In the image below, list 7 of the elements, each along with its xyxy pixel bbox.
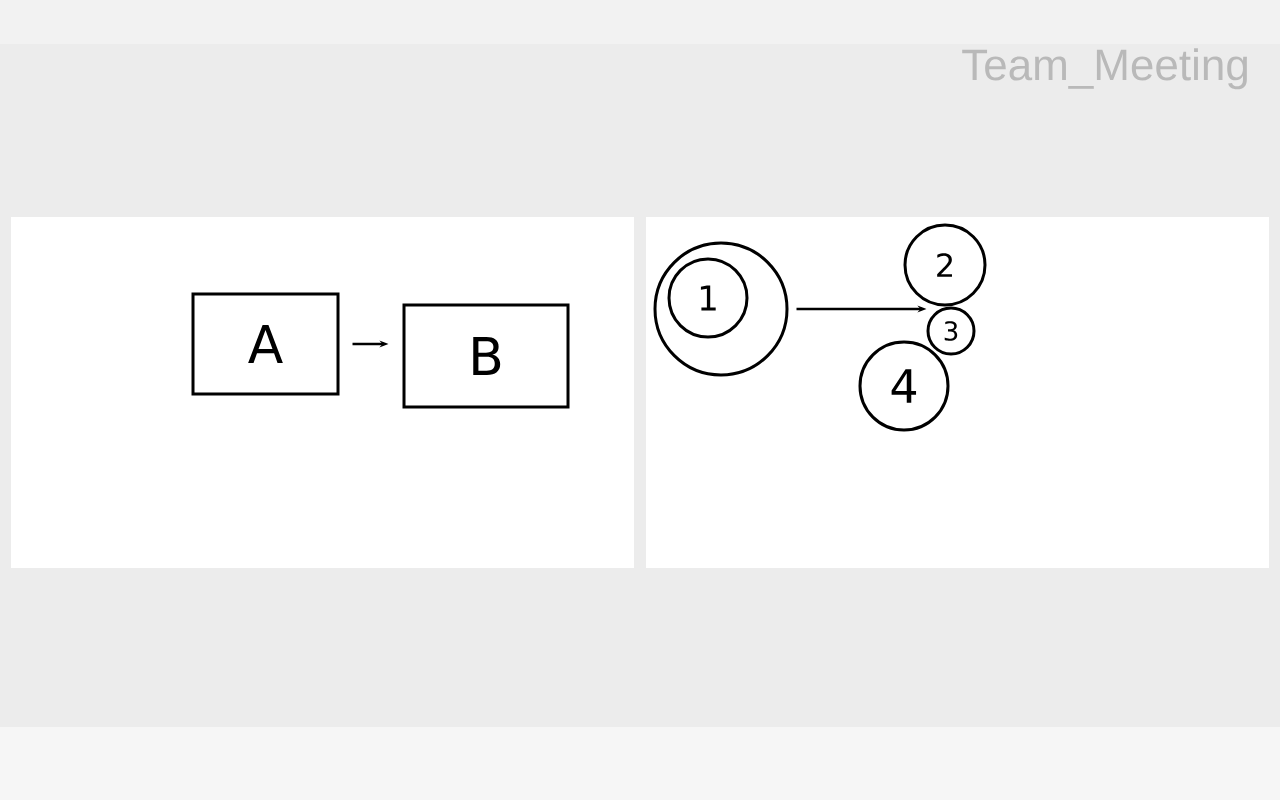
process-box: B	[402, 303, 570, 409]
circle-node: 3	[926, 306, 976, 356]
circle-node	[653, 241, 789, 377]
circle-node: 2	[903, 223, 987, 307]
circle-node: 1	[667, 257, 749, 339]
process-box: A	[191, 292, 340, 396]
circle-node: 4	[858, 340, 950, 432]
